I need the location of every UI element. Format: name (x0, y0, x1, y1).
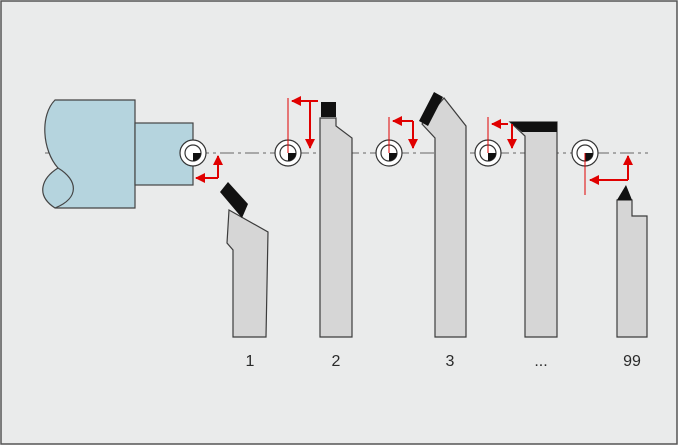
tool-1-shank (226, 209, 269, 338)
tool-3 (419, 92, 467, 338)
tool-n (508, 121, 558, 338)
tool-2 (319, 102, 353, 338)
workpiece-cut-edge (54, 167, 74, 209)
offset-arrows (195, 96, 633, 185)
tool-2-insert (321, 102, 336, 117)
tool-label-2: 2 (332, 353, 341, 370)
tool-n-insert (510, 122, 557, 132)
tool-99-shank (616, 199, 648, 338)
tool-label-n: ... (534, 353, 547, 370)
tool-label-1: 1 (246, 353, 255, 370)
offset-reference-lines (287, 98, 586, 195)
tool-1-insert (220, 182, 248, 218)
tool-label-99: 99 (623, 353, 641, 370)
reference-mark-1 (179, 139, 207, 167)
tool-1 (220, 182, 269, 338)
tool-99-insert (617, 185, 632, 200)
tool-2-shank (319, 117, 353, 338)
tool-3-insert (419, 92, 443, 126)
tool-99 (616, 185, 648, 338)
tool-3-shank (421, 97, 467, 338)
tool-labels: 1 2 3 ... 99 (246, 353, 641, 370)
tool-label-3: 3 (446, 353, 455, 370)
workpiece-large-cylinder (42, 99, 136, 209)
